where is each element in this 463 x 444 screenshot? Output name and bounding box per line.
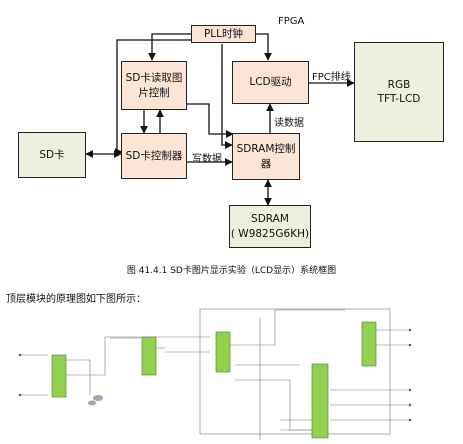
lcd-driver-block: LCD驱动 xyxy=(232,61,309,104)
sd-controller-label: SD卡控制器 xyxy=(125,149,183,162)
lcd-driver-label: LCD驱动 xyxy=(249,76,292,89)
rgb-tft-lcd-block: RGB TFT-LCD xyxy=(354,42,444,142)
edge-label-fpc-cable: FPC排线 xyxy=(312,72,351,83)
sd-read-image-control-label: SD卡读取图 片控制 xyxy=(125,72,183,99)
sdram-controller-block: SDRAM控制 器 xyxy=(232,133,300,180)
edge-label-write-data: 写数据 xyxy=(192,154,222,165)
figure-caption: 图 41.4.1 SD卡图片显示实验（LCD显示）系统框图 xyxy=(126,266,337,276)
pll-clock-block: PLL时钟 xyxy=(191,25,256,43)
sd-controller-block: SD卡控制器 xyxy=(121,133,187,179)
sd-card-label: SD卡 xyxy=(39,148,65,161)
fpga-label: FPGA xyxy=(278,16,305,27)
sdram-label: SDRAM ( W9825G6KH) xyxy=(230,213,310,240)
rgb-tft-lcd-label: RGB TFT-LCD xyxy=(377,78,421,105)
sdram-controller-label: SDRAM控制 器 xyxy=(236,143,296,170)
edge-label-read-data: 读数据 xyxy=(274,118,304,129)
pll-clock-label: PLL时钟 xyxy=(203,27,244,40)
sd-card-block: SD卡 xyxy=(18,132,86,178)
sdram-block: SDRAM ( W9825G6KH) xyxy=(229,205,311,248)
body-text: 顶层模块的原理图如下图所示： xyxy=(6,294,146,305)
sd-read-image-control-block: SD卡读取图 片控制 xyxy=(121,61,187,110)
